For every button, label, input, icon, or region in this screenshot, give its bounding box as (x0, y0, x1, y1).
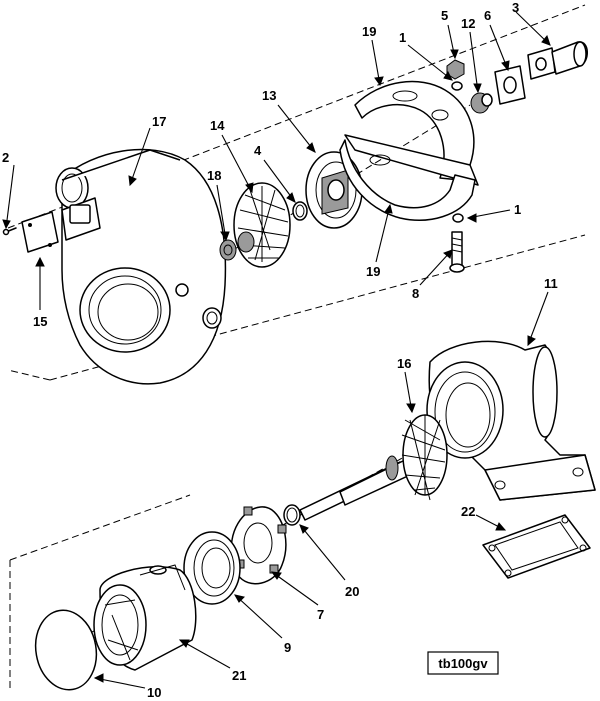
seal-plate (305, 151, 363, 229)
seal-ring (283, 504, 301, 526)
compressor-housing (55, 148, 227, 385)
o-ring (292, 201, 308, 221)
washer (451, 81, 464, 223)
callout-1a: 1 (399, 30, 406, 45)
callout-11: 11 (544, 276, 558, 291)
callout-20: 20 (345, 584, 359, 599)
callout-14: 14 (210, 118, 225, 133)
turbine-wheel-shaft (299, 414, 448, 521)
callout-3: 3 (512, 0, 519, 15)
callout-16: 16 (397, 356, 411, 371)
screw (2, 227, 17, 236)
callout-9: 9 (284, 640, 291, 655)
callout-13: 13 (262, 88, 276, 103)
callout-12: 12 (461, 16, 475, 31)
callout-1b: 1 (514, 202, 521, 217)
callout-17: 17 (152, 114, 166, 129)
callout-19a: 19 (362, 24, 376, 39)
callout-5: 5 (441, 8, 448, 23)
figure-code: tb100gv (438, 656, 488, 671)
compressor-wheel (233, 182, 291, 268)
turbine-gasket (482, 514, 591, 579)
callout-10: 10 (147, 685, 161, 700)
bolt (449, 231, 465, 273)
callout-8: 8 (412, 286, 419, 301)
callout-21: 21 (232, 668, 246, 683)
callout-15: 15 (33, 314, 47, 329)
compressor-wheel-nut (219, 239, 237, 261)
heat-shield (183, 531, 241, 605)
callout-2: 2 (2, 150, 9, 165)
callout-18: 18 (207, 168, 221, 183)
arrowheads (2, 34, 551, 683)
callout-6: 6 (484, 8, 491, 23)
cover-plate (21, 211, 59, 253)
large-o-ring (34, 609, 98, 691)
gasket (494, 65, 526, 105)
turbine-housing (426, 340, 596, 501)
callout-labels: 2 17 15 18 14 4 13 19 1 5 12 6 3 1 8 19 … (2, 0, 558, 700)
bearing-housing (93, 564, 197, 671)
callout-7: 7 (317, 607, 324, 622)
callout-22: 22 (461, 504, 475, 519)
fitting (470, 92, 493, 114)
figure-code-box: tb100gv (427, 651, 499, 675)
callout-4: 4 (254, 143, 262, 158)
callout-19b: 19 (366, 264, 380, 279)
actuator (527, 41, 588, 80)
clamp-band (339, 80, 479, 221)
